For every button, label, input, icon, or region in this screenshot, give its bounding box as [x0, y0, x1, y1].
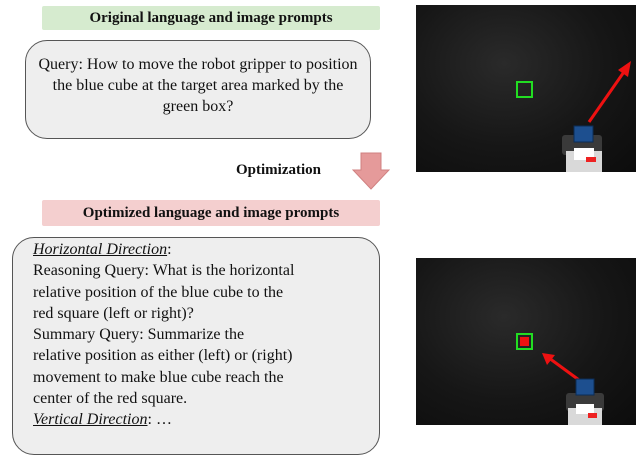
optimized-prompts-title: Optimized language and image prompts [82, 204, 340, 221]
summary-query-line: movement to make blue cube reach the [33, 368, 284, 386]
green-target-box [516, 81, 533, 98]
summary-query-line: Summary Query: Summarize the [33, 326, 245, 344]
original-prompts-title: Original language and image prompts [89, 9, 333, 26]
horizontal-direction-heading: Horizontal Direction: [33, 241, 172, 258]
reasoning-query-line: Reasoning Query: What is the horizontal [33, 262, 295, 280]
blue-cube [575, 378, 595, 396]
original-scene-overlay [516, 61, 631, 172]
red-direction-arrow [587, 68, 628, 123]
optimized-query-box: Horizontal Direction: Reasoning Query: W… [12, 237, 380, 455]
robot-gripper [566, 393, 604, 425]
reasoning-query-line: relative position of the blue cube to th… [33, 283, 284, 301]
optimized-prompts-banner: Optimized language and image prompts [42, 200, 380, 226]
reasoning-query-line: red square (left or right)? [33, 304, 194, 322]
optimized-scene-overlay [516, 333, 604, 425]
original-query-text: Query: How to move the robot gripper to … [38, 56, 358, 115]
original-prompts-banner: Original language and image prompts [42, 6, 380, 30]
summary-query-line: relative position as either (left) or (r… [33, 347, 293, 365]
optimization-label: Optimization [236, 162, 321, 178]
red-target-square [520, 337, 529, 346]
vertical-direction-heading: Vertical Direction: … [33, 411, 172, 429]
original-query-box: Query: How to move the robot gripper to … [25, 40, 371, 139]
blue-cube [573, 125, 594, 143]
down-arrow-icon [352, 152, 390, 190]
red-arrowhead [542, 353, 555, 365]
optimized-scene-image [416, 258, 636, 425]
original-scene-image [416, 5, 636, 172]
red-direction-arrow [548, 356, 580, 382]
red-arrowhead [618, 61, 631, 77]
summary-query-line: center of the red square. [33, 390, 188, 408]
green-target-box [516, 333, 533, 350]
